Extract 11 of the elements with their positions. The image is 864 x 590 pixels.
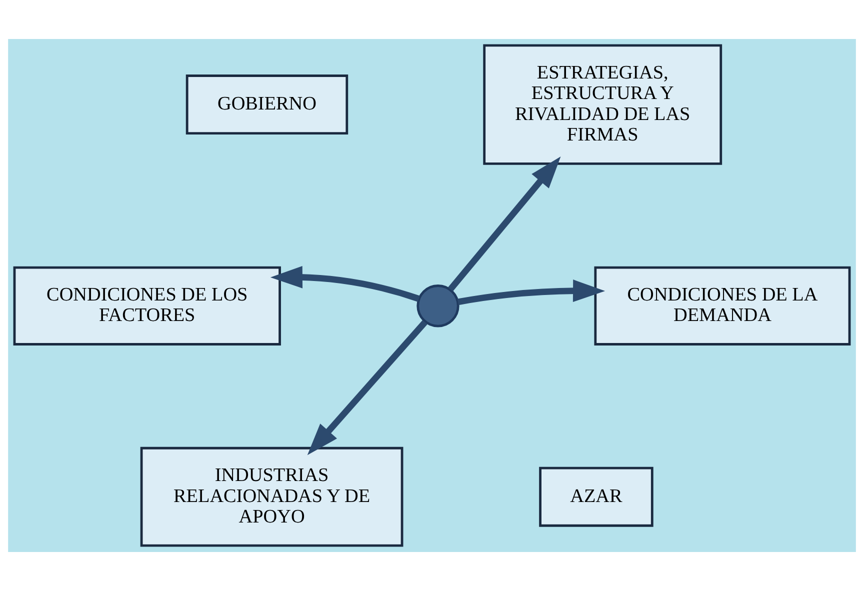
arrow — [448, 156, 561, 291]
node-box: AZAR — [539, 466, 654, 526]
arrow — [307, 320, 428, 455]
node-box: CONDICIONES DE LOS FACTORES — [13, 266, 281, 345]
node-box: GOBIERNO — [186, 74, 348, 134]
node-cross — [416, 284, 460, 327]
node-box: INDUSTRIAS RELACIONADAS Y DE APOYO — [140, 446, 404, 546]
arrow — [457, 279, 606, 305]
arrow — [270, 265, 420, 302]
node-box: ESTRATEGIAS, ESTRUCTURA Y RIVALIDAD DE LAS FIRMAS — [483, 44, 722, 164]
node-box: CONDICIONES DE LA DEMANDA — [594, 266, 851, 345]
